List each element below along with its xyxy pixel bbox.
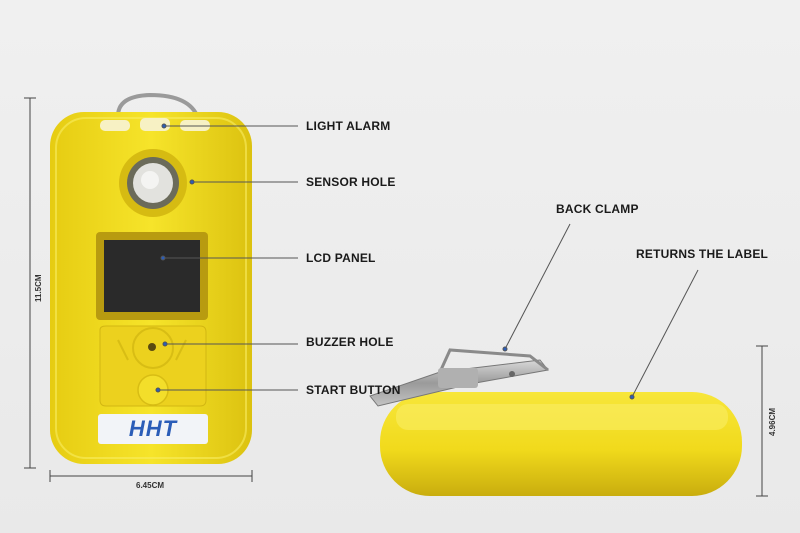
device-front [24, 97, 253, 482]
brand-logo: HHT [128, 416, 178, 441]
buzzer-hole [148, 343, 156, 351]
device-side [369, 348, 742, 496]
buzzer-ring [132, 327, 174, 369]
dimension-height: 11.5CM [34, 274, 43, 302]
label-back-clamp: BACK CLAMP [556, 202, 639, 216]
label-returns-the-label: RETURNS THE LABEL [636, 247, 769, 261]
key-ring [116, 92, 200, 119]
label-light-alarm: LIGHT ALARM [306, 119, 391, 133]
light-alarm-slot [100, 120, 130, 131]
button-pad [99, 325, 207, 407]
dimension-thickness: 4.96CM [768, 407, 777, 436]
callout-lines [155, 123, 699, 400]
label-sensor-hole: SENSOR HOLE [306, 175, 396, 189]
label-lcd-panel: LCD PANEL [306, 251, 376, 265]
logo-plate [98, 414, 208, 444]
dimension-width: 6.45CM [136, 481, 165, 490]
label-start-button: START BUTTON [306, 383, 401, 397]
label-buzzer-hole: BUZZER HOLE [306, 335, 394, 349]
lcd-screen [104, 240, 200, 312]
